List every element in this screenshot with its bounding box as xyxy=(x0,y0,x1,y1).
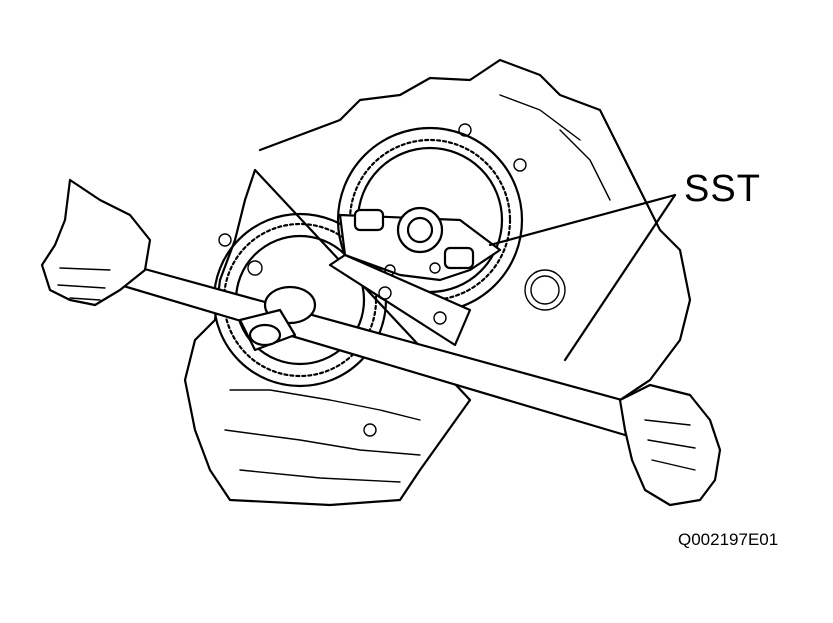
sst-leader-line-lower xyxy=(563,193,677,362)
right-hand xyxy=(618,383,722,507)
sst-leader-line-upper xyxy=(488,193,677,247)
case-bearing-bore-inner xyxy=(530,275,560,305)
case-bolt-boss xyxy=(218,233,232,247)
right-hand-finger-lines xyxy=(644,419,696,471)
socket-and-shaft xyxy=(238,285,317,352)
case-bolt-boss xyxy=(363,423,377,437)
sst-callout-label: SST xyxy=(684,168,761,210)
transaxle-case-outline xyxy=(183,58,692,507)
figure-code: Q002197E01 xyxy=(678,530,779,549)
case-bolt-boss xyxy=(513,158,527,172)
left-hand-finger-lines xyxy=(57,267,111,301)
sst-lower-plate xyxy=(328,253,472,347)
case-rib-lines xyxy=(224,94,611,483)
case-bearing-bore xyxy=(524,269,566,311)
left-hand xyxy=(40,178,152,307)
